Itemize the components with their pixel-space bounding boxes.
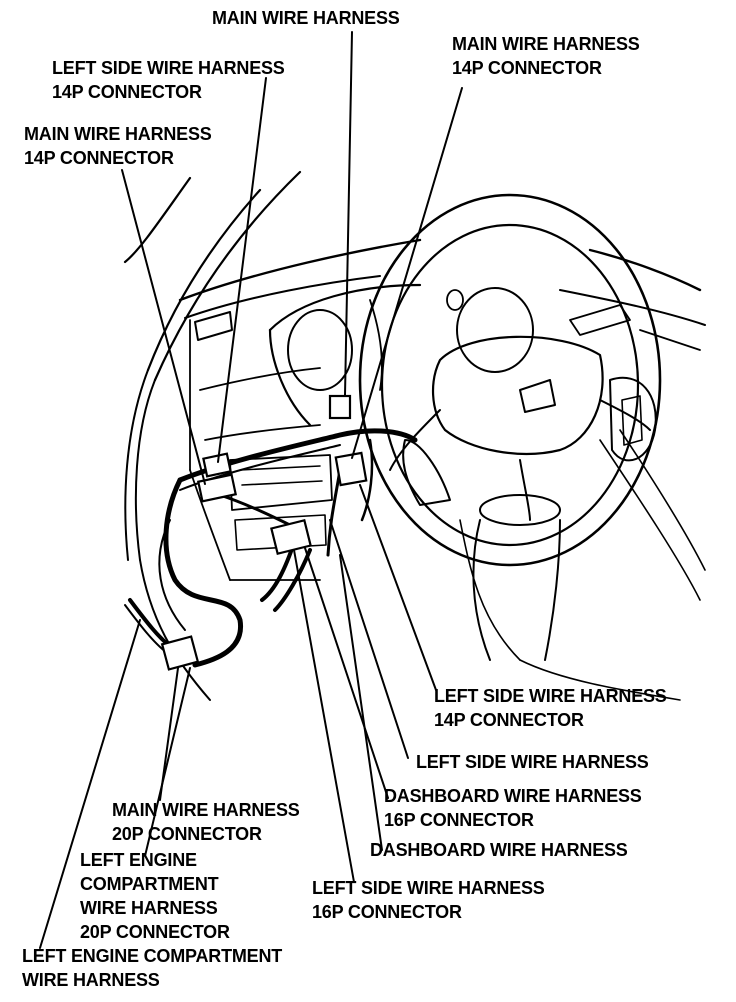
main-harness-14p-connector-right: [334, 451, 368, 487]
label-left-side-16p: LEFT SIDE WIRE HARNESS 16P CONNECTOR: [312, 878, 545, 922]
label-main-harness-20p: MAIN WIRE HARNESS 20P CONNECTOR: [112, 800, 300, 844]
label-main-harness-14p-left: MAIN WIRE HARNESS 14P CONNECTOR: [24, 124, 212, 168]
label-dashboard-16p: DASHBOARD WIRE HARNESS 16P CONNECTOR: [384, 786, 642, 830]
connectors: [160, 394, 368, 671]
a-pillar: [123, 170, 302, 701]
steering-wheel: [358, 193, 662, 661]
label-dashboard-harness: DASHBOARD WIRE HARNESS: [370, 840, 628, 860]
leader-lines: [39, 31, 463, 949]
label-left-side-14p-top: LEFT SIDE WIRE HARNESS 14P CONNECTOR: [52, 58, 285, 102]
dashboard-outline: [178, 238, 706, 701]
label-left-side-14p-right: LEFT SIDE WIRE HARNESS 14P CONNECTOR: [434, 686, 667, 730]
label-left-side-harness: LEFT SIDE WIRE HARNESS: [416, 752, 649, 772]
main-harness-top-connector: [328, 394, 352, 420]
label-main-harness-14p-right: MAIN WIRE HARNESS 14P CONNECTOR: [452, 34, 640, 78]
left-side-14p-connector: [202, 452, 232, 478]
instrument-cluster: [268, 283, 534, 427]
label-left-engine-harness: LEFT ENGINE COMPARTMENT WIRE HARNESS: [22, 946, 283, 990]
main-harness-14p-connector-left: [196, 473, 238, 503]
label-left-engine-20p: LEFT ENGINE COMPARTMENT WIRE HARNESS 20P…: [80, 850, 230, 942]
label-main-harness-top: MAIN WIRE HARNESS: [212, 8, 400, 28]
main-harness-20p-connector: [160, 635, 200, 671]
